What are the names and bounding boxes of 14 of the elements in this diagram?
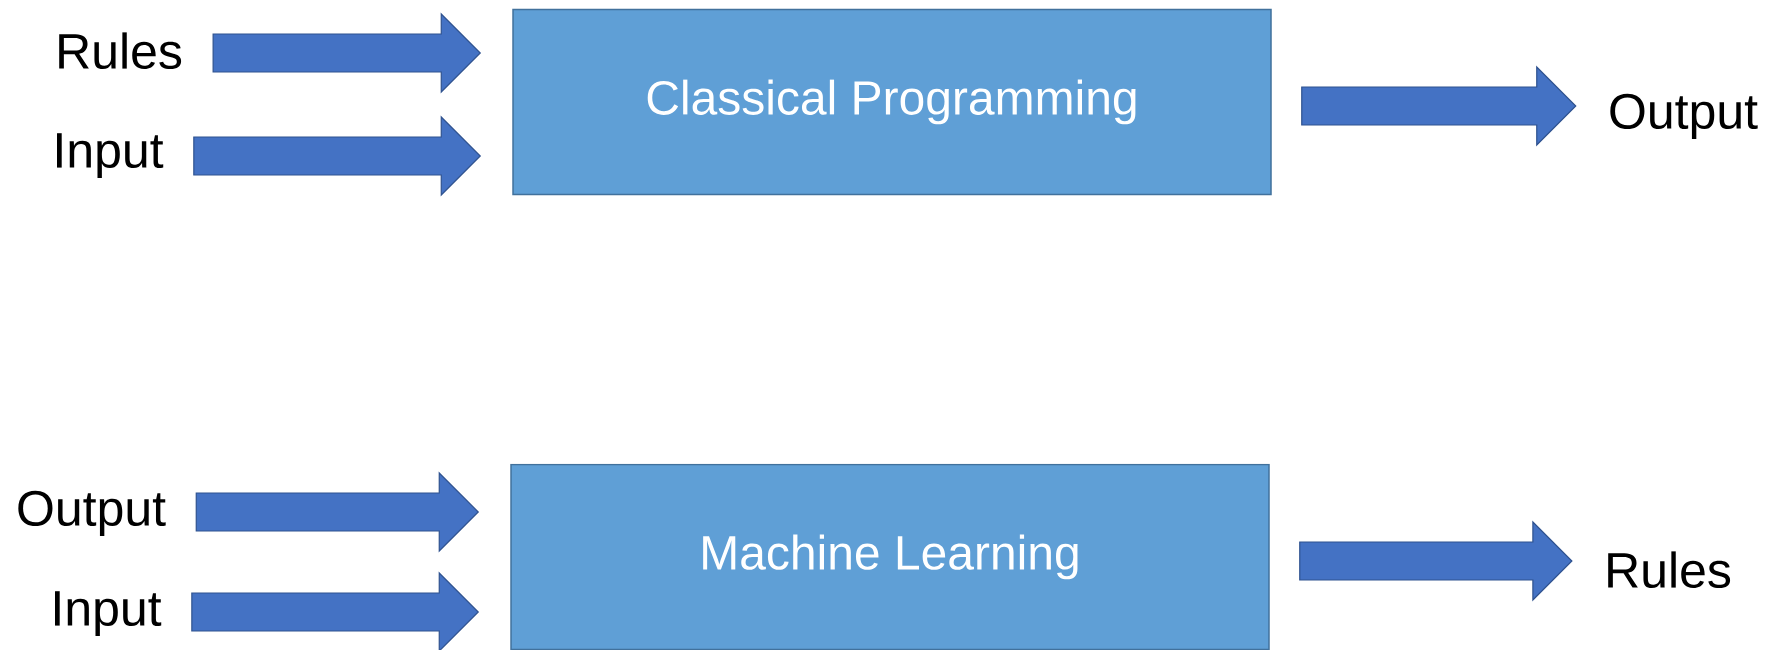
text-label: Rules	[1608, 551, 1731, 589]
block-arrow	[193, 115, 482, 197]
block-arrow	[1301, 65, 1577, 147]
block-arrow	[1299, 520, 1573, 602]
process-box: Machine Learning	[510, 463, 1270, 650]
text-label: Output	[18, 490, 166, 536]
block-arrow	[195, 471, 480, 553]
text-label: Rules	[59, 32, 182, 70]
block-arrow	[191, 571, 480, 650]
text-label: Output	[1610, 93, 1758, 139]
block-arrow	[212, 12, 482, 94]
text-label: Input	[55, 591, 162, 636]
text-label: Input	[57, 133, 164, 178]
process-box: Classical Programming	[512, 8, 1272, 196]
